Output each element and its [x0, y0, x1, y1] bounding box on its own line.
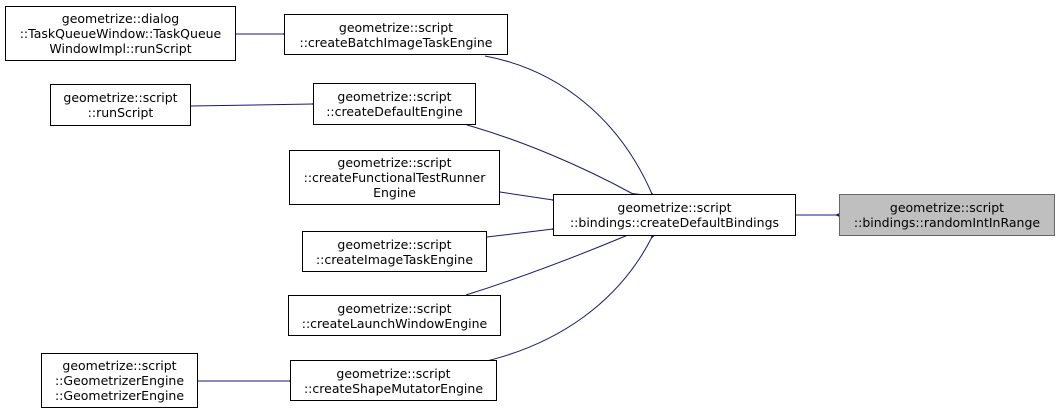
edge-bindings-to-shape: [477, 237, 652, 364]
node-label-line: geometrize::script: [889, 200, 1005, 215]
node-create-default-engine[interactable]: geometrize::script ::createDefaultEngine: [313, 83, 476, 125]
edge-bindings-to-imagetask: [486, 229, 553, 238]
edge-bindings-to-batch: [484, 55, 652, 194]
node-label-line: ::TaskQueueWindow::TaskQueue: [19, 26, 222, 41]
node-label-line: ::createFunctionalTestRunner: [303, 170, 486, 185]
node-label-line: geometrize::script: [337, 236, 452, 252]
edge-bindings-to-functional: [499, 191, 553, 200]
node-label-line: ::createDefaultEngine: [326, 104, 463, 119]
node-create-default-bindings[interactable]: geometrize::script ::bindings::createDef…: [553, 194, 796, 236]
node-label-line: Engine: [373, 185, 416, 200]
node-label-line: ::runScript: [87, 105, 154, 120]
node-label-line: WindowImpl::runScript: [49, 41, 192, 56]
node-label-line: ::GeometrizerEngine: [54, 373, 185, 388]
edge-defaultengine-to-runscript: [190, 104, 313, 106]
node-label-line: geometrize::script: [336, 365, 451, 381]
node-geometrizer-engine-constructor[interactable]: geometrize::script ::GeometrizerEngine :…: [41, 353, 198, 408]
node-taskqueue-runscript[interactable]: geometrize::dialog ::TaskQueueWindow::Ta…: [5, 6, 236, 61]
node-label-line: ::bindings::createDefaultBindings: [569, 215, 780, 230]
node-label-line: geometrize::dialog: [61, 11, 180, 26]
node-create-launch-window-engine[interactable]: geometrize::script ::createLaunchWindowE…: [288, 295, 501, 336]
node-label-line: geometrize::script: [63, 90, 178, 105]
node-label-line: ::createImageTaskEngine: [315, 251, 474, 267]
edge-bindings-to-defaultengine: [466, 124, 633, 194]
node-create-functional-test-runner-engine[interactable]: geometrize::script ::createFunctionalTes…: [289, 150, 500, 205]
node-create-shape-mutator-engine[interactable]: geometrize::script ::createShapeMutatorE…: [290, 360, 497, 401]
node-label-line: ::GeometrizerEngine: [54, 388, 185, 403]
node-label-line: geometrize::script: [337, 89, 452, 104]
node-create-batch-image-task-engine[interactable]: geometrize::script ::createBatchImageTas…: [284, 14, 508, 55]
node-label-line: ::createBatchImageTaskEngine: [299, 34, 493, 50]
node-label-line: geometrize::script: [62, 358, 177, 373]
node-random-int-in-range: geometrize::script ::bindings::randomInt…: [839, 194, 1055, 236]
edge-bindings-to-launch: [465, 235, 628, 296]
edges: [190, 34, 837, 381]
node-create-image-task-engine[interactable]: geometrize::script ::createImageTaskEngi…: [302, 231, 487, 272]
node-label-line: ::createLaunchWindowEngine: [301, 315, 488, 331]
node-label-line: geometrize::script: [337, 155, 452, 170]
node-label-line: ::bindings::randomIntInRange: [853, 215, 1041, 230]
node-label-line: geometrize::script: [617, 200, 732, 215]
node-label-line: geometrize::script: [337, 300, 452, 316]
node-label-line: ::createShapeMutatorEngine: [303, 380, 484, 396]
node-run-script[interactable]: geometrize::script ::runScript: [50, 84, 191, 126]
node-label-line: geometrize::script: [338, 19, 454, 35]
